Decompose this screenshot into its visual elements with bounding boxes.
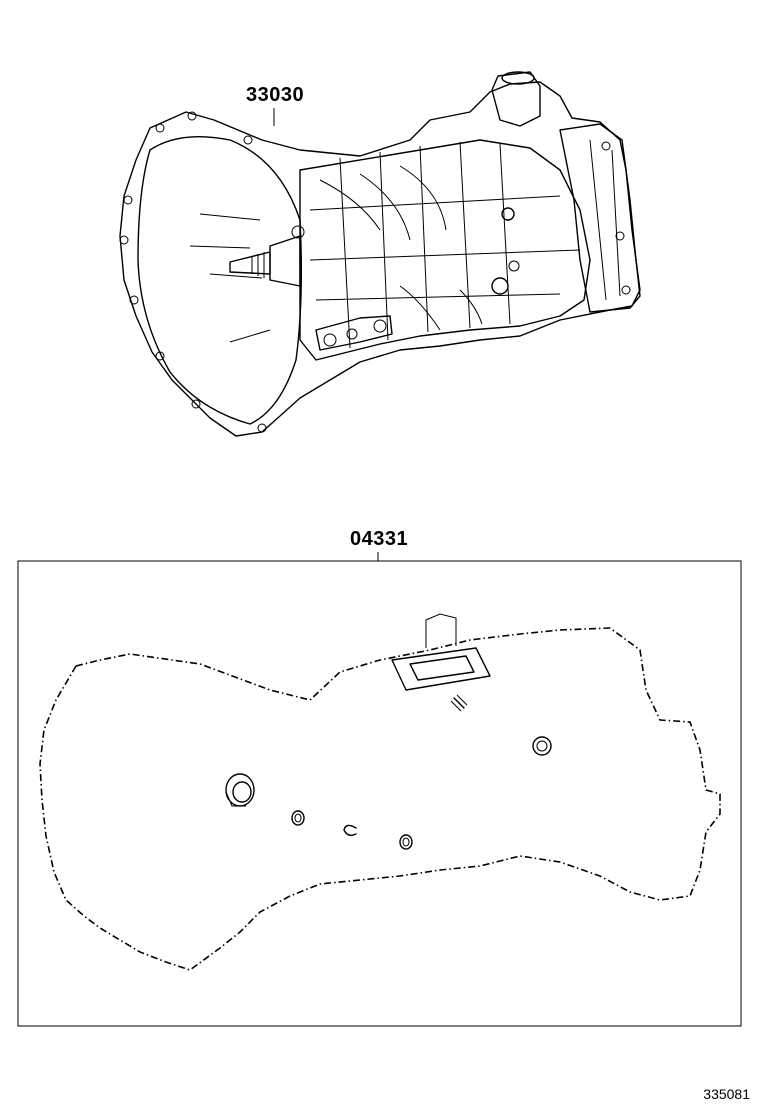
diagram-id: 335081 — [703, 1086, 750, 1102]
transmission-part-number[interactable]: 33030 — [246, 84, 305, 106]
gasket-kit-part-number[interactable]: 04331 — [350, 528, 409, 550]
gasket-kit-frame — [17, 560, 742, 1027]
gasket-kit-drawing[interactable] — [39, 613, 721, 971]
transmission-assembly-drawing[interactable] — [119, 71, 641, 437]
